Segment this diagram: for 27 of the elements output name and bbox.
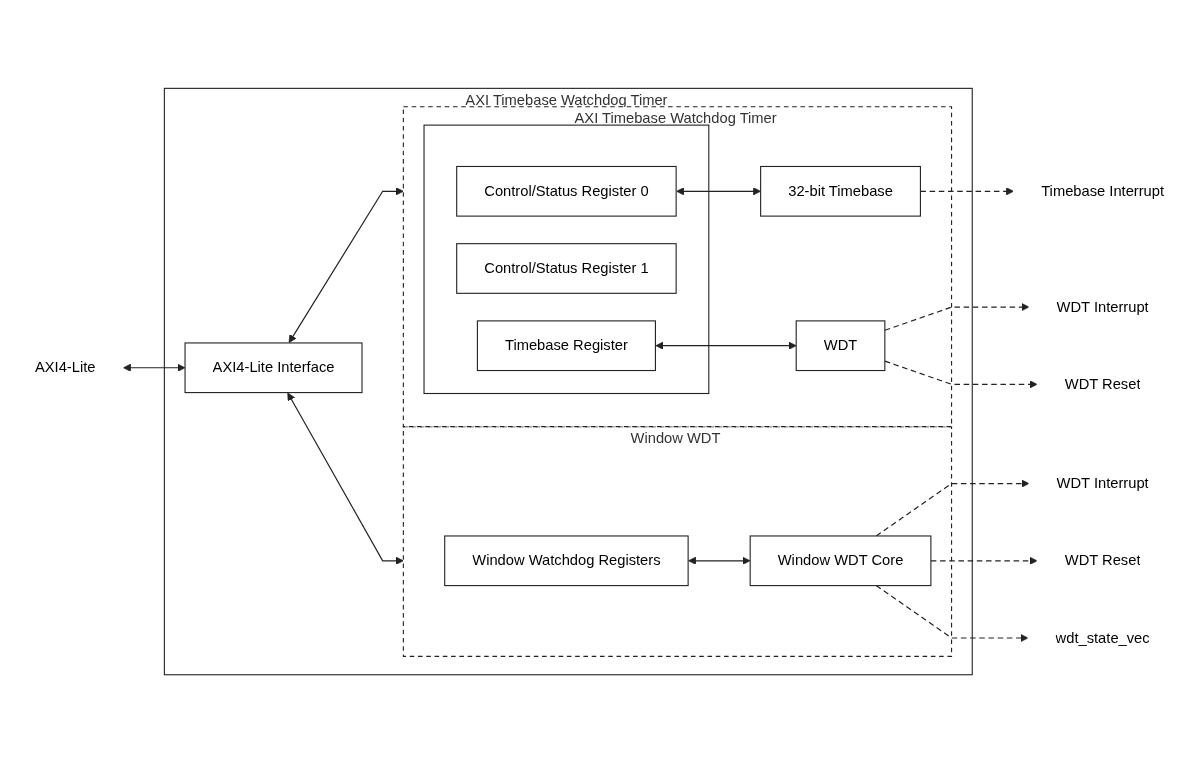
node-box: WDT <box>795 320 886 371</box>
arrow <box>123 363 186 372</box>
node-box: Timebase Register <box>476 320 656 371</box>
node-text: AXI4-Lite <box>34 359 96 376</box>
node-text: WDT Reset <box>1064 552 1141 569</box>
arrow <box>875 584 1029 642</box>
node-box: Window Watchdog Registers <box>444 535 689 587</box>
arrow <box>930 556 1038 565</box>
cluster <box>423 124 710 394</box>
arrow <box>875 479 1030 537</box>
node-text: WDT Interrupt <box>1056 298 1149 315</box>
node-text: Timebase Interrupt <box>1041 182 1165 199</box>
arrow <box>287 392 404 565</box>
node-box: Control/Status Register 1 <box>456 243 677 294</box>
node-box: 32-bit Timebase <box>760 165 921 217</box>
arrow <box>676 187 761 196</box>
arrow <box>884 303 1030 331</box>
node-text: WDT Interrupt <box>1056 475 1149 491</box>
arrow <box>655 341 797 350</box>
node-box: Control/Status Register 0 <box>456 165 677 217</box>
node-box: AXI4-Lite Interface <box>184 342 363 394</box>
arrow <box>688 556 751 565</box>
arrow <box>288 187 404 343</box>
node-text: wdt_state_vec <box>1055 629 1150 646</box>
arrow <box>884 360 1038 389</box>
node-box: Window WDT Core <box>749 535 932 587</box>
node-text: WDT Reset <box>1064 375 1141 392</box>
